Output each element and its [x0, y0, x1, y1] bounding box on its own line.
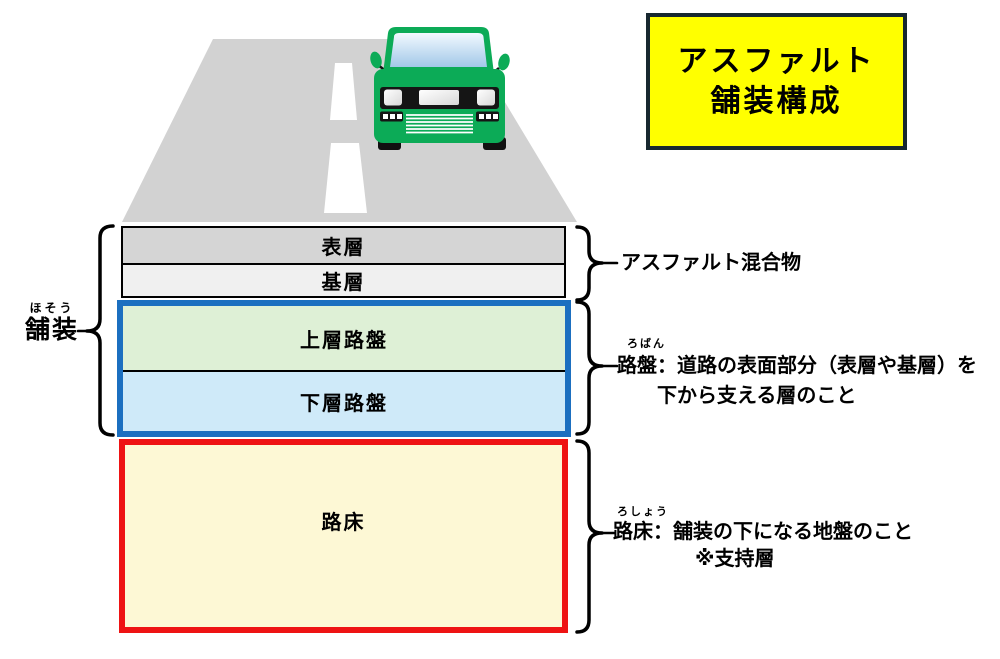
- layer-upper-base-label: 上層路盤: [300, 329, 388, 352]
- annotation-subgrade: ろしょう 路床：舗装の下になる地盤のこと ※支持層: [613, 506, 913, 573]
- base-course-box: 上層路盤 下層路盤: [117, 300, 571, 437]
- roadbed-furigana: ろばん: [627, 338, 666, 350]
- mixture-brace: [575, 225, 604, 302]
- subgrade-furigana: ろしょう: [617, 506, 669, 518]
- title-box: アスファルト 舗装構成: [646, 13, 907, 150]
- subgrade-brace: [575, 439, 604, 634]
- layer-binder: 基層: [121, 265, 566, 298]
- subgrade-definition-line1: 路床：舗装の下になる地盤のこと: [613, 521, 913, 543]
- van-headlight-right: [477, 89, 495, 106]
- van-mirror-right-icon: [498, 53, 510, 71]
- lane-dash-top: [330, 63, 357, 120]
- van-indicator-lights: [383, 114, 498, 119]
- layer-surface: 表層: [121, 226, 566, 265]
- layer-subgrade-label: 路床: [321, 511, 366, 534]
- annotation-roadbed: ろばん 路盤：道路の表面部分（表層や基層）を 下から支える層のこと: [617, 338, 977, 411]
- roadbed-brace: [575, 300, 604, 436]
- van-license-plate: [419, 90, 459, 105]
- title-line-1: アスファルト: [677, 44, 876, 78]
- pavement-brace: [85, 224, 115, 437]
- title-line-2: 舗装構成: [710, 84, 843, 118]
- van-headlight-left: [384, 89, 402, 106]
- van-grille: [406, 114, 473, 134]
- pavement-furigana: ほそう: [29, 301, 75, 315]
- layer-binder-label: 基層: [321, 272, 366, 294]
- layer-surface-label: 表層: [321, 237, 366, 259]
- van-windshield: [390, 33, 487, 67]
- roadbed-definition-line1: 路盤：道路の表面部分（表層や基層）を: [617, 355, 977, 377]
- layer-lower-base: 下層路盤: [123, 372, 565, 431]
- layer-upper-base: 上層路盤: [123, 306, 565, 372]
- layer-lower-base-label: 下層路盤: [300, 393, 388, 415]
- pavement-label-text: 舗装: [24, 316, 79, 344]
- asphalt-mixture-text: アスファルト混合物: [621, 252, 801, 274]
- annotation-asphalt-mixture: アスファルト混合物: [621, 250, 801, 276]
- pavement-bracket-label: ほそう 舗装: [20, 301, 84, 345]
- layer-subgrade: 路床: [119, 439, 568, 633]
- lane-dash-bottom: [324, 143, 367, 213]
- roadbed-definition-line2: 下から支える層のこと: [657, 385, 857, 407]
- van-mirror-left-icon: [370, 51, 382, 69]
- van-illustration: [370, 27, 510, 150]
- subgrade-definition-line2: ※支持層: [695, 548, 775, 570]
